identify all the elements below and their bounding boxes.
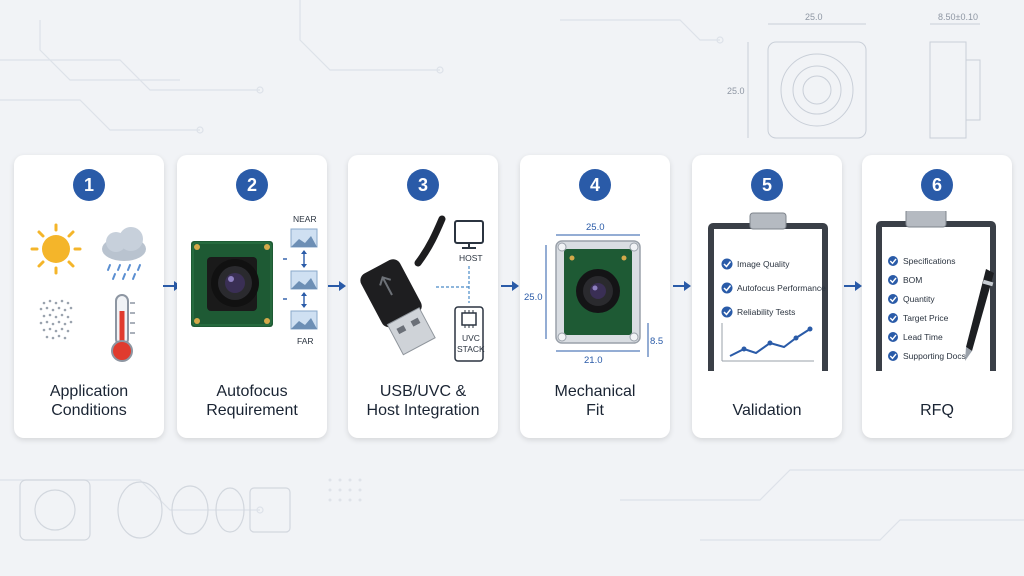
dimension-right: 8.5 (650, 336, 663, 347)
rfq-item: Target Price (888, 313, 949, 323)
host-computer-icon (454, 220, 484, 249)
step-card-application-conditions: 1 (14, 155, 164, 438)
camera-module-icon (191, 241, 273, 327)
uvc-stack-label-line1: UVC (462, 333, 480, 343)
step-title: Application Conditions (49, 383, 129, 419)
uvc-stack-box-icon (454, 306, 484, 362)
rfq-item: Lead Time (888, 332, 943, 342)
validation-item: Reliability Tests (721, 306, 795, 318)
svg-text:Autofocus Performance: Autofocus Performance (737, 283, 826, 293)
dimension-left: 25.0 (524, 292, 543, 303)
step-card-usb-uvc-host-integration: 3 HOST UVC STACK USB/U (348, 155, 498, 438)
drawing-dim-height: 25.0 (727, 86, 745, 96)
svg-text:BOM: BOM (903, 275, 922, 285)
rfq-item: Quantity (888, 294, 935, 304)
validation-item: Image Quality (721, 258, 790, 270)
usb-plug-icon (360, 215, 446, 356)
step-number-badge: 6 (921, 169, 953, 201)
step-number-badge: 3 (407, 169, 439, 201)
svg-text:Target Price: Target Price (903, 313, 949, 323)
focus-range-icon (283, 228, 318, 330)
rfq-clipboard-illustration: Specifications BOM Quantity Target Price… (876, 211, 996, 371)
rain-cloud-icon (102, 227, 146, 280)
step-card-autofocus-requirement: 2 NEAR FAR Autofocus (177, 155, 327, 438)
step-card-validation: 5 Image Quality Autofocus Performance Re… (692, 155, 842, 438)
validation-item: Autofocus Performance (721, 282, 826, 294)
usb-integration-illustration: HOST UVC STACK (360, 215, 485, 362)
step-card-rfq: 6 Specifications BOM Quantity Target Pri… (862, 155, 1012, 438)
svg-text:Reliability Tests: Reliability Tests (737, 307, 795, 317)
drawing-dim-depth: 8.50±0.10 (938, 12, 978, 22)
drawing-dim-width: 25.0 (805, 12, 823, 22)
mechanical-fit-illustration: 25.0 25.0 21.0 8.5 (524, 222, 663, 366)
svg-text:Image Quality: Image Quality (737, 259, 790, 269)
trend-line-icon (721, 323, 814, 362)
host-label: HOST (459, 253, 483, 263)
clipboard-icon (876, 211, 996, 371)
rfq-item: BOM (888, 275, 922, 285)
rfq-item: Specifications (888, 256, 955, 266)
svg-text:Specifications: Specifications (903, 256, 955, 266)
step-title: Autofocus Requirement (206, 383, 298, 419)
flow-arrow-icon (844, 281, 862, 291)
sun-icon (30, 223, 82, 275)
rfq-item: Supporting Docs (888, 351, 966, 361)
flow-arrow-icon (328, 281, 346, 291)
near-label: NEAR (293, 214, 317, 224)
clipboard-icon (708, 212, 828, 371)
autofocus-camera-illustration: NEAR FAR (191, 214, 318, 346)
uvc-stack-label-line2: STACK (457, 344, 485, 354)
application-conditions-illustration (30, 223, 146, 362)
dimension-top: 25.0 (586, 222, 605, 233)
step-title: Mechanical Fit (554, 383, 636, 419)
step-number-badge: 5 (751, 169, 783, 201)
step-title: Validation (732, 402, 802, 419)
step-number-badge: 2 (236, 169, 268, 201)
dust-particles-icon (39, 299, 73, 340)
flow-arrow-icon (673, 281, 691, 291)
flow-arrow-icon (501, 281, 519, 291)
dimension-bottom: 21.0 (584, 355, 603, 366)
svg-text:Supporting Docs: Supporting Docs (903, 351, 966, 361)
pen-icon (965, 269, 994, 361)
svg-text:Quantity: Quantity (903, 294, 935, 304)
svg-text:Lead Time: Lead Time (903, 332, 943, 342)
validation-clipboard-illustration: Image Quality Autofocus Performance Reli… (708, 212, 828, 371)
far-label: FAR (297, 336, 314, 346)
thermometer-icon (111, 294, 135, 362)
camera-housing-icon (555, 240, 641, 344)
step-number-badge: 4 (579, 169, 611, 201)
step-card-mechanical-fit: 4 25.0 25.0 21.0 8.5 Mechanical Fit (520, 155, 670, 438)
step-title: RFQ (920, 402, 954, 419)
step-number-badge: 1 (73, 169, 105, 201)
step-title: USB/UVC & Host Integration (366, 383, 480, 419)
